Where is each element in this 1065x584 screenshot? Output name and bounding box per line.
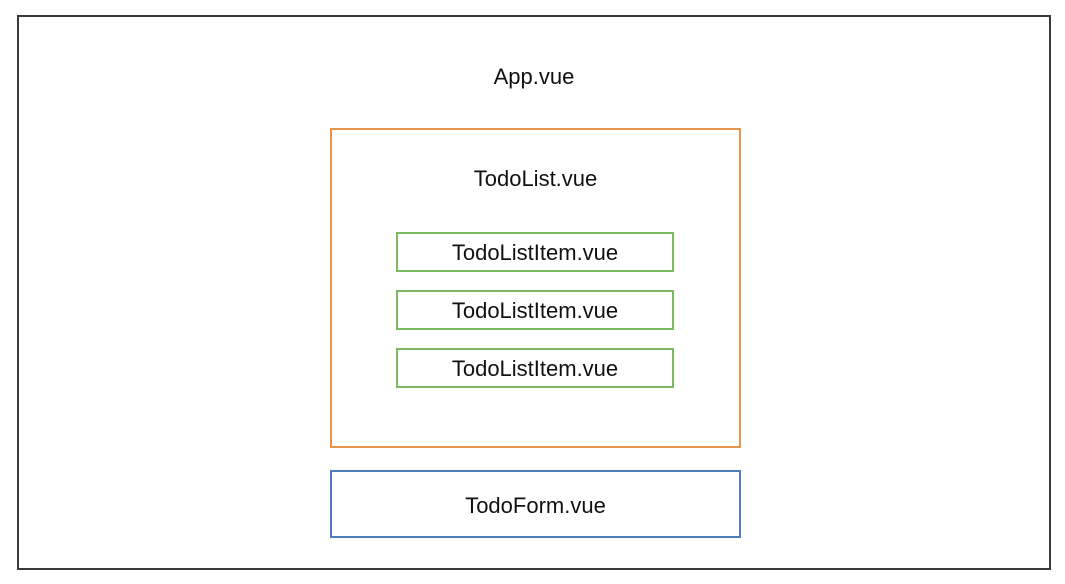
todo-list-component-label: TodoList.vue	[473, 166, 598, 191]
todo-form-component-label: TodoForm.vue	[465, 493, 606, 518]
todo-list-component-box: TodoList.vue	[330, 128, 741, 448]
app-component-box: App.vue	[17, 15, 1051, 570]
todo-list-item-component-label: TodoListItem.vue	[451, 240, 619, 265]
app-component-label: App.vue	[493, 64, 575, 89]
todo-list-item-component-box: TodoListItem.vue	[396, 290, 674, 330]
todo-form-component-box: TodoForm.vue	[330, 470, 741, 538]
todo-list-item-component-box: TodoListItem.vue	[396, 232, 674, 272]
todo-list-item-component-label: TodoListItem.vue	[451, 356, 619, 381]
todo-list-item-component-box: TodoListItem.vue	[396, 348, 674, 388]
todo-list-item-component-label: TodoListItem.vue	[451, 298, 619, 323]
